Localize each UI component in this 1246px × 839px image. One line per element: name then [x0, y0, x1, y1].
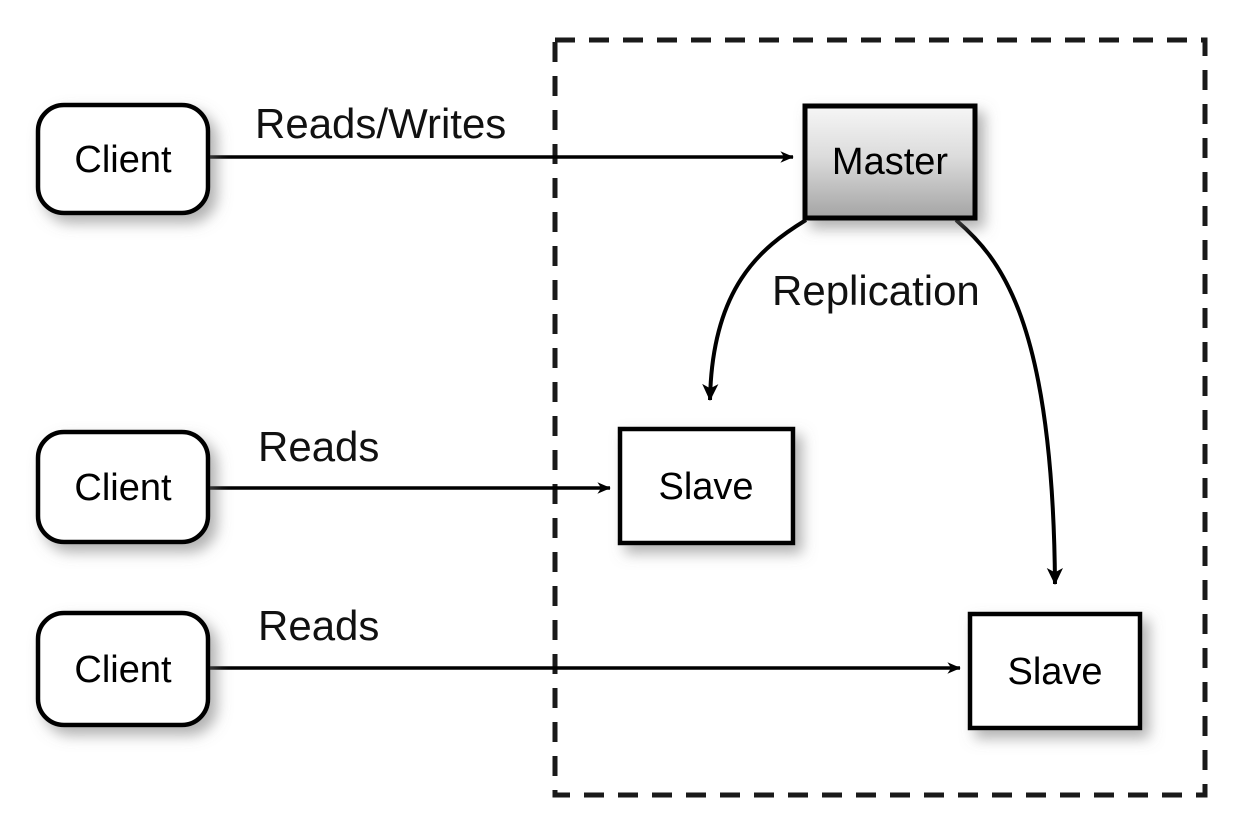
edge-label-reads-writes: Reads/Writes — [255, 100, 506, 147]
edge-label-reads-bottom: Reads — [258, 602, 379, 649]
node-client-top[interactable]: Client — [35, 102, 211, 216]
edge-master-to-slave-lower — [954, 218, 1063, 585]
node-master-label: Master — [832, 141, 948, 183]
node-client-bottom[interactable]: Client — [35, 610, 211, 728]
node-client-middle-label: Client — [74, 467, 172, 509]
node-client-bottom-label: Client — [74, 649, 172, 691]
node-client-top-label: Client — [74, 139, 172, 181]
database-cluster-boundary — [552, 37, 1208, 798]
node-slave-upper-label: Slave — [658, 466, 753, 508]
edge-label-replication: Replication — [772, 267, 980, 314]
edge-master-to-slave-upper — [702, 218, 808, 401]
node-master[interactable]: Master — [802, 103, 978, 221]
edge-label-reads-middle: Reads — [258, 423, 379, 470]
node-client-middle[interactable]: Client — [35, 429, 211, 545]
node-slave-lower-label: Slave — [1007, 651, 1102, 693]
node-slave-lower[interactable]: Slave — [967, 611, 1143, 731]
node-slave-upper[interactable]: Slave — [617, 426, 796, 546]
